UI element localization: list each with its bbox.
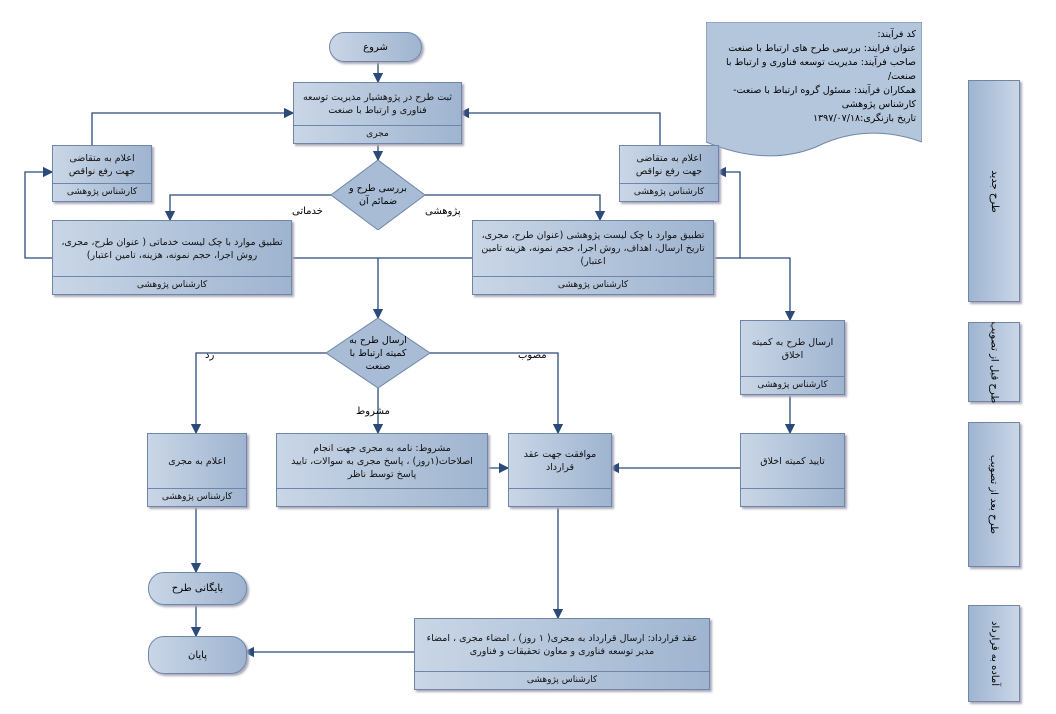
notify-applicant-left-box: اعلام به متقاضی جهت رفع نواقص کارشناس پژو…: [52, 145, 152, 202]
box-text: تطبیق موارد با چک لیست پژوهشی (عنوان طرح…: [481, 230, 705, 267]
box-role: [741, 488, 844, 506]
decision-text: ارسال طرح به کمیته ارتباط با صنعت: [349, 334, 407, 372]
start-node: شروع: [329, 32, 422, 62]
box-text: مشروط: نامه به مجری جهت انجام اصلاحات(۱ر…: [291, 442, 473, 480]
ethics-send-box: ارسال طرح به کمیته اخلاق کارشناس پژوهشی: [740, 320, 845, 395]
contract-box: عقد قرارداد: ارسال قرارداد به مجری( ۱ رو…: [414, 618, 710, 690]
research-checklist-box: تطبیق موارد با چک لیست پژوهشی (عنوان طرح…: [472, 220, 714, 295]
lane-after-approval: طرح بعد از تصویب: [968, 422, 1020, 567]
archive-node: بایگانی طرح: [148, 572, 247, 605]
conditional-label: مشروط: [356, 406, 390, 417]
box-text: اعلام به متقاضی جهت رفع نواقص: [635, 152, 703, 177]
box-text: ثبت طرح در پژوهشیار مدیریت توسعه فناوری …: [302, 92, 453, 116]
process-owner: صاحب فرآیند: مدیریت توسعه فناوری و ارتبا…: [726, 57, 916, 82]
box-role: [509, 488, 611, 506]
branch-research-label: پژوهشی: [425, 206, 461, 217]
box-role: مجری: [294, 125, 461, 143]
lane-ready-contract: آماده به قرارداد: [968, 605, 1020, 702]
lane-label: طرح جدید: [988, 169, 1000, 213]
process-collaborators: همکاران فرآیند: مسئول گروه ارتباط با صنع…: [733, 85, 916, 110]
register-plan-box: ثبت طرح در پژوهشیار مدیریت توسعه فناوری …: [293, 82, 462, 144]
ethics-approval-box: تایید کمیته اخلاق: [740, 433, 845, 507]
lane-label: آماده به قرارداد: [988, 621, 1000, 686]
process-code: کد فرآیند:: [877, 29, 916, 40]
decision-text: بررسی طرح و ضمائم آن: [349, 183, 407, 207]
box-text: ارسال طرح به کمیته اخلاق: [751, 336, 834, 361]
notify-applicant-right-box: اعلام به متقاضی جهت رفع نواقص کارشناس پژو…: [619, 145, 719, 202]
lane-new-plan: طرح جدید: [968, 80, 1020, 302]
conditional-box: مشروط: نامه به مجری جهت انجام اصلاحات(۱ر…: [276, 433, 488, 507]
box-text: اعلام به متقاضی جهت رفع نواقص: [68, 152, 136, 177]
box-text: موافقت جهت عقد قرارداد: [523, 449, 597, 473]
process-title: عنوان فرایند: بررسی طرح های ارتباط با صن…: [728, 43, 916, 54]
box-role: کارشناس پژوهشی: [415, 671, 709, 689]
box-role: [277, 488, 487, 506]
box-text: تایید کمیته اخلاق: [760, 455, 825, 467]
box-role: کارشناس پژوهشی: [741, 376, 844, 394]
service-checklist-box: تطبیق موارد با چک لیست خدماتی ( عنوان طر…: [52, 220, 292, 295]
box-role: کارشناس پژوهشی: [53, 183, 151, 201]
approved-label: مصوب: [518, 350, 547, 361]
notify-executor-box: اعلام به مجری کارشناس پژوهشی: [147, 433, 247, 507]
revision-date: تاریخ بازنگری:۱۳۹۷/۰۷/۱۸: [812, 113, 916, 124]
rejected-label: رد: [205, 350, 215, 361]
box-text: اعلام به مجری: [168, 455, 226, 467]
box-role: کارشناس پژوهشی: [620, 183, 718, 201]
lane-label: طرح قبل از تصویب: [988, 321, 1000, 403]
box-text: عقد قرارداد: ارسال قرارداد به مجری( ۱ رو…: [426, 633, 698, 657]
committee-decision: ارسال طرح به کمیته ارتباط با صنعت: [326, 318, 430, 388]
box-role: کارشناس پژوهشی: [53, 276, 291, 294]
process-info-document: کد فرآیند: عنوان فرایند: بررسی طرح های ا…: [706, 22, 922, 160]
end-node: پایان: [148, 636, 247, 674]
lane-before-approval: طرح قبل از تصویب: [968, 321, 1020, 403]
contract-agreement-box: موافقت جهت عقد قرارداد: [508, 433, 612, 507]
box-role: کارشناس پژوهشی: [473, 276, 713, 294]
box-text: تطبیق موارد با چک لیست خدماتی ( عنوان طر…: [61, 236, 283, 261]
branch-service-label: خدماتی: [292, 206, 323, 217]
lane-label: طرح بعد از تصویب: [988, 454, 1000, 535]
box-role: کارشناس پژوهشی: [148, 488, 246, 506]
review-decision: بررسی طرح و ضمائم آن: [331, 160, 425, 230]
